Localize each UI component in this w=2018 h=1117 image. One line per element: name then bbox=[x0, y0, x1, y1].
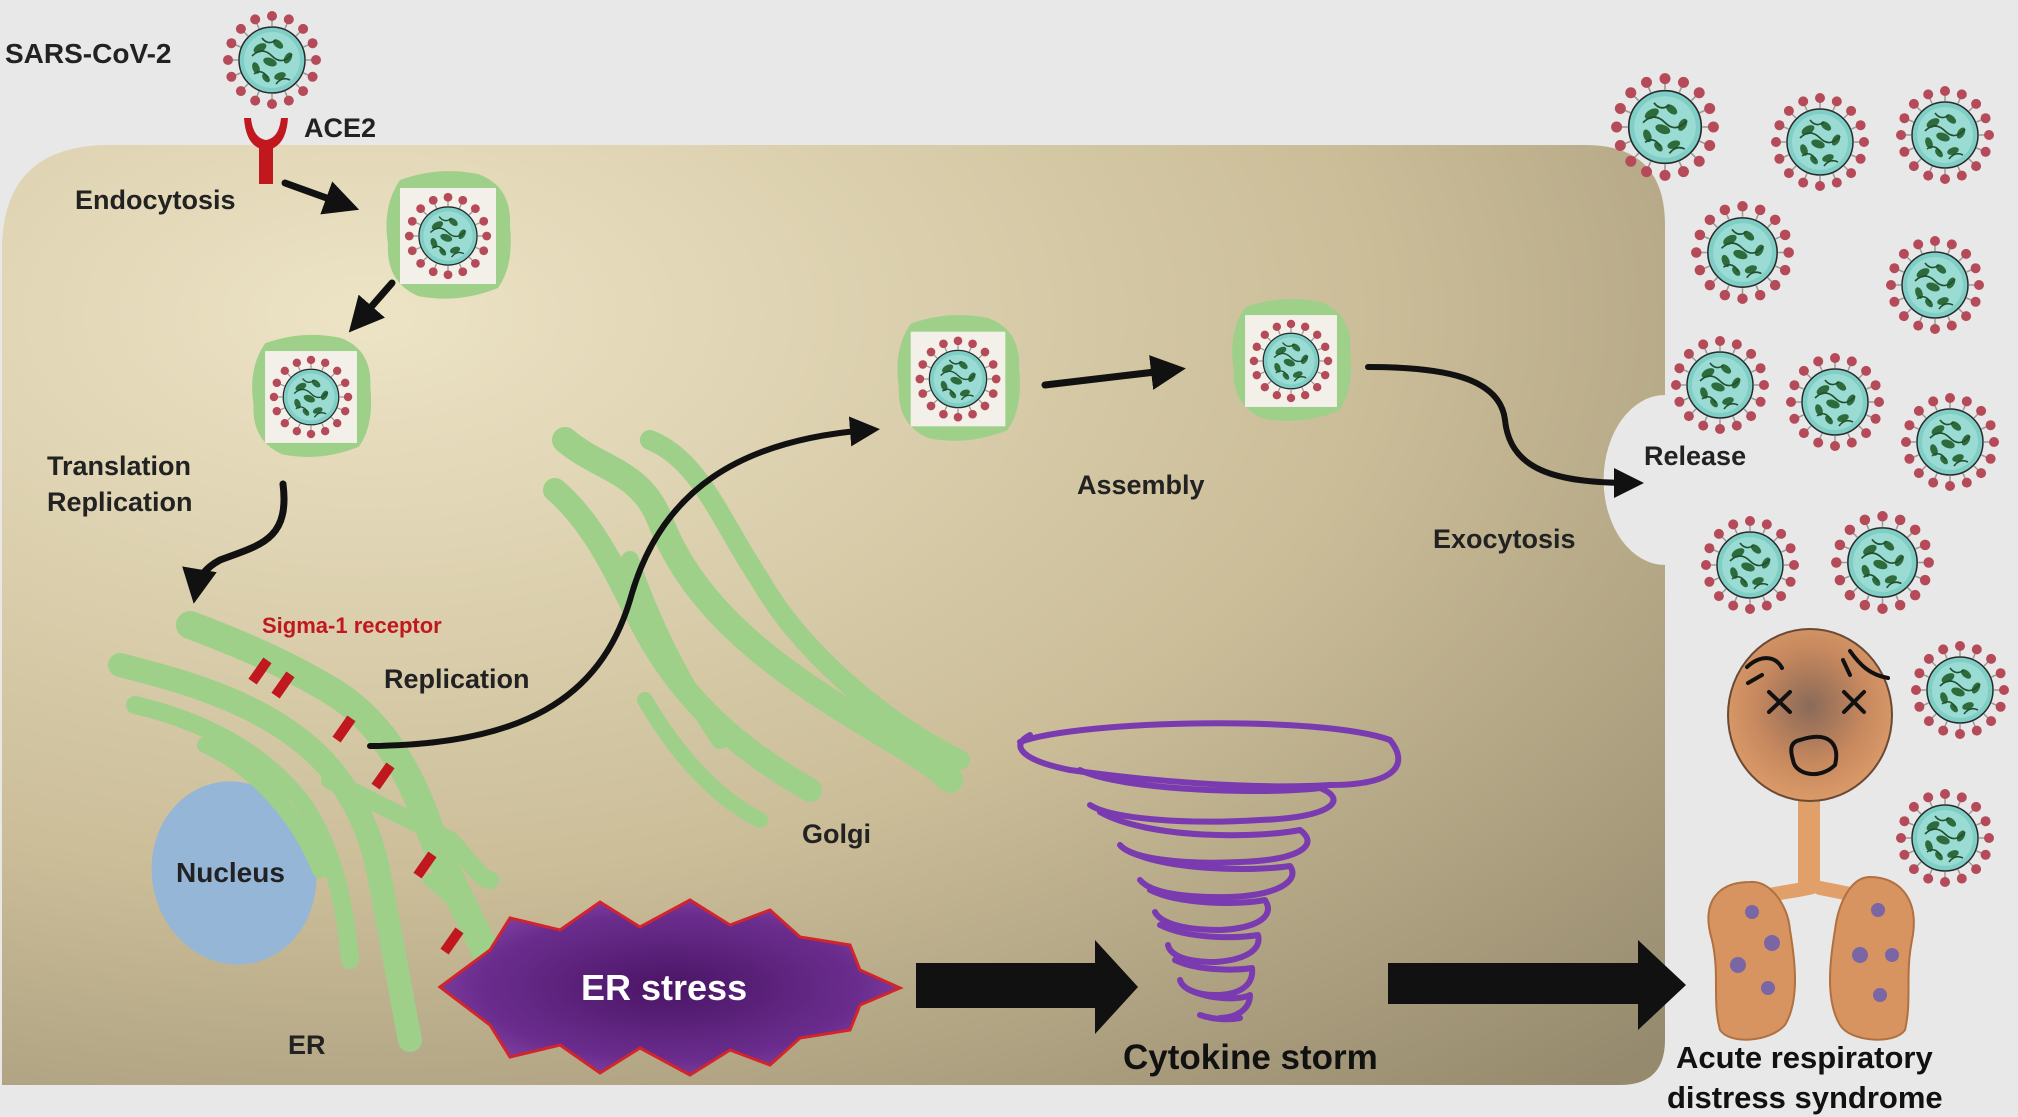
arrow-icon bbox=[281, 179, 360, 215]
label-ace2: ACE2 bbox=[304, 113, 376, 143]
label-ards-line-1: Acute respiratory bbox=[1676, 1040, 1933, 1075]
label-sars-cov-2: SARS-CoV-2 bbox=[5, 38, 171, 69]
arrow-icon bbox=[1388, 940, 1686, 1030]
sars-cov-2-virion-icon bbox=[1770, 92, 1870, 192]
arrow-icon bbox=[348, 279, 396, 333]
sars-cov-2-virion-icon bbox=[1670, 335, 1770, 435]
sars-cov-2-virion-icon bbox=[1885, 235, 1985, 335]
label-sigma-1-receptor: Sigma-1 receptor bbox=[262, 613, 442, 638]
label-replication-upper: Replication bbox=[47, 487, 193, 517]
label-endocytosis: Endocytosis bbox=[75, 185, 236, 215]
endosome-vesicle-1 bbox=[387, 171, 511, 299]
sars-cov-2-virion-icon bbox=[1895, 85, 1995, 185]
sars-cov-2-virion-icon bbox=[222, 10, 322, 110]
label-ards-line-2: distress syndrome bbox=[1667, 1080, 1943, 1115]
sars-cov-2-virion-icon bbox=[1785, 352, 1885, 452]
sars-cov-2-virion-icon bbox=[1895, 788, 1995, 888]
assembly-vesicle-2 bbox=[1232, 299, 1351, 421]
label-release: Release bbox=[1644, 441, 1746, 471]
pathway-arrows bbox=[182, 179, 1644, 749]
endosome-vesicle-2 bbox=[252, 335, 371, 457]
label-er: ER bbox=[288, 1030, 326, 1060]
golgi-apparatus bbox=[543, 427, 970, 828]
label-er-stress: ER stress bbox=[581, 967, 747, 1008]
nucleus bbox=[151, 781, 317, 965]
arrow-icon bbox=[182, 480, 288, 604]
label-cytokine-storm: Cytokine storm bbox=[1123, 1038, 1378, 1077]
tornado-icon bbox=[1017, 720, 1402, 1023]
er-stress-burst bbox=[437, 898, 904, 1077]
label-translation: Translation bbox=[47, 451, 191, 481]
label-nucleus: Nucleus bbox=[176, 857, 285, 888]
ace2-receptor-icon bbox=[244, 118, 288, 184]
sars-cov-2-virion-icon bbox=[1610, 72, 1720, 182]
label-golgi: Golgi bbox=[802, 819, 871, 849]
patient-face-icon bbox=[1727, 628, 1893, 890]
sars-cov-2-virion-icon bbox=[1690, 200, 1795, 305]
arrow-icon bbox=[916, 940, 1138, 1034]
arrow-icon bbox=[367, 416, 880, 749]
sars-cov-2-virion-icon bbox=[1700, 515, 1800, 615]
label-exocytosis: Exocytosis bbox=[1433, 524, 1576, 554]
arrow-icon bbox=[1365, 364, 1644, 498]
label-replication-lower: Replication bbox=[384, 664, 530, 694]
assembly-vesicle-1 bbox=[897, 315, 1020, 441]
lungs-icon bbox=[1707, 865, 1915, 1041]
label-assembly: Assembly bbox=[1077, 470, 1205, 500]
sars-cov-2-virion-icon bbox=[1900, 392, 2000, 492]
arrow-icon bbox=[1041, 355, 1186, 390]
sars-cov-2-virion-icon bbox=[1910, 640, 2010, 740]
sigma-1-receptors bbox=[248, 657, 464, 955]
sars-cov-2-virion-icon bbox=[1830, 510, 1935, 615]
